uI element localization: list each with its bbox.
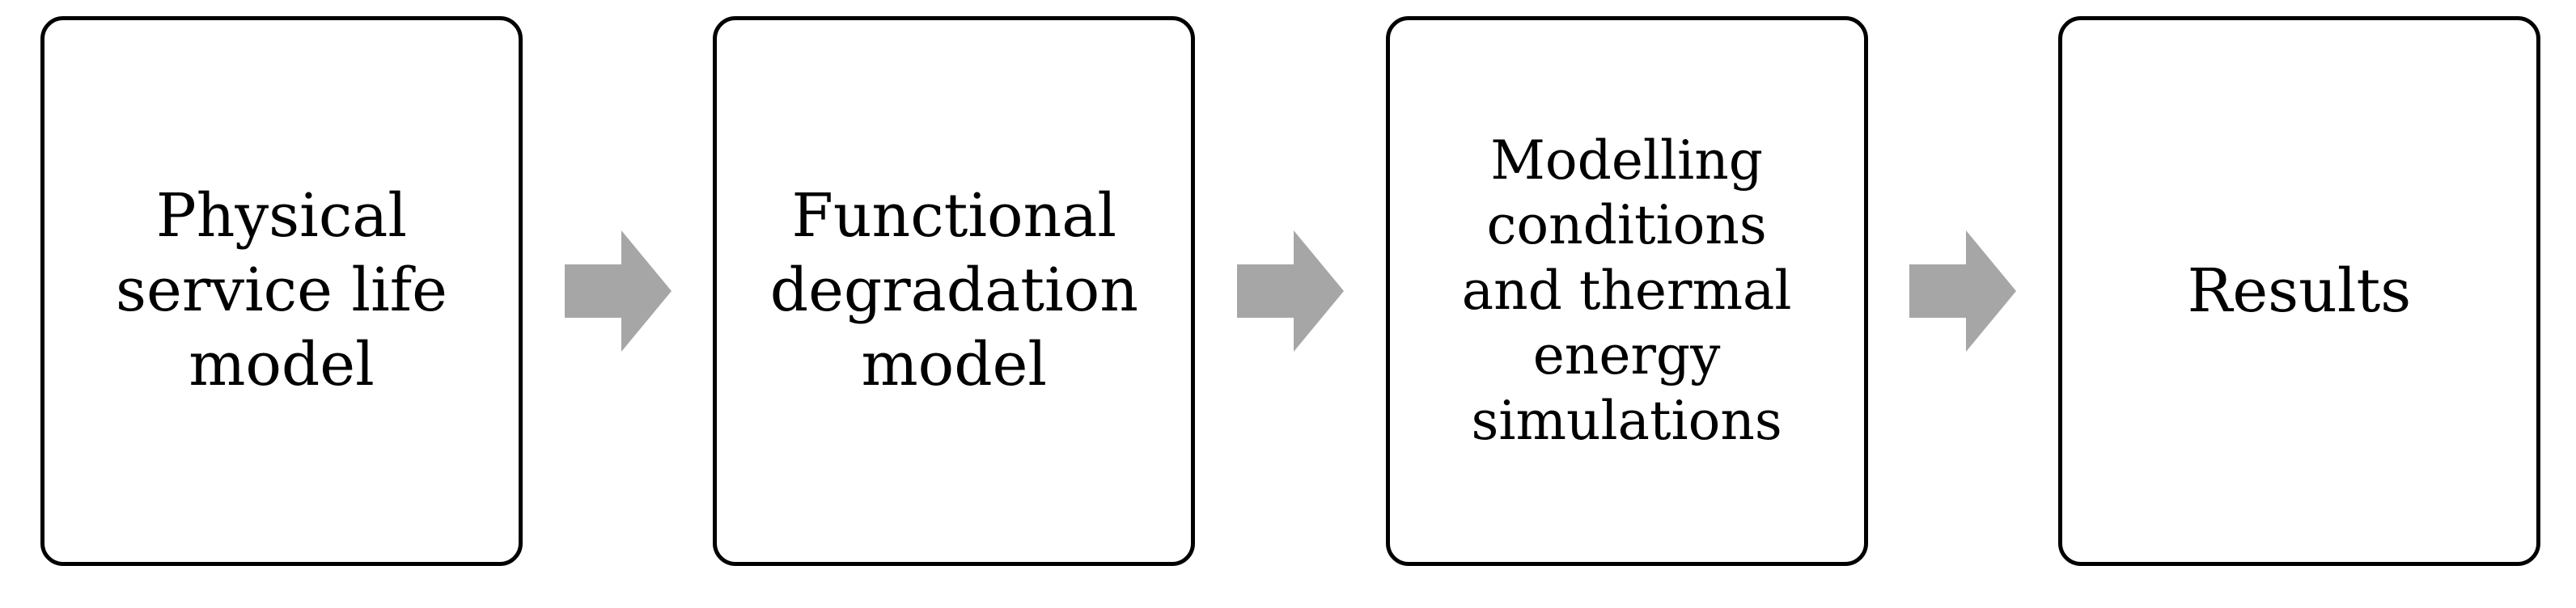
connector-1 xyxy=(558,16,678,566)
process-node-modelling-conditions-and-thermal-energy-simulations[interactable]: Modelling conditions and thermal energy … xyxy=(1385,16,1868,566)
process-node-label: Results xyxy=(2187,255,2412,326)
process-node-label: Modelling conditions and thermal energy … xyxy=(1461,129,1792,452)
arrow-right-icon xyxy=(1909,230,2017,352)
connector-2 xyxy=(1231,16,1350,566)
process-node-physical-service-life-model[interactable]: Physical service life model xyxy=(40,16,523,566)
process-node-label: Physical service life model xyxy=(116,181,447,399)
process-node-label: Functional degradation model xyxy=(769,181,1138,399)
arrow-right-icon xyxy=(564,230,672,352)
connector-3 xyxy=(1903,16,2023,566)
arrow-right-icon xyxy=(1236,230,1344,352)
process-node-results[interactable]: Results xyxy=(2057,16,2540,566)
process-node-functional-degradation-model[interactable]: Functional degradation model xyxy=(713,16,1196,566)
